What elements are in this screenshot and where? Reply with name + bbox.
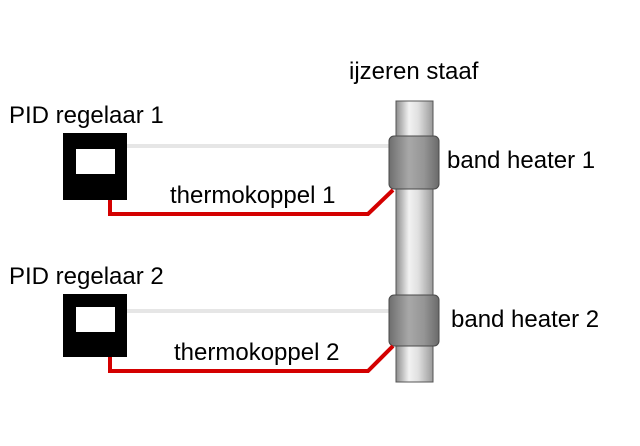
thermocouple-2-label: thermokoppel 2	[174, 339, 339, 366]
controller-2-display	[76, 307, 115, 332]
thermocouple-wire-2	[108, 344, 395, 373]
controller-1-label: PID regelaar 1	[9, 102, 164, 129]
thermocouple-wire-1	[108, 188, 395, 216]
heater-1-label: band heater 1	[447, 147, 595, 174]
controller-2-label: PID regelaar 2	[9, 263, 164, 290]
pid-controller-2	[63, 294, 127, 357]
band-heater-1	[388, 135, 440, 190]
rod-label: ijzeren staaf	[349, 58, 479, 85]
pid-controller-1	[63, 133, 127, 200]
controller-1-display	[76, 149, 115, 174]
band-heater-2	[388, 294, 440, 347]
heater-2-label: band heater 2	[451, 306, 599, 333]
thermocouple-1-label: thermokoppel 1	[170, 182, 335, 209]
